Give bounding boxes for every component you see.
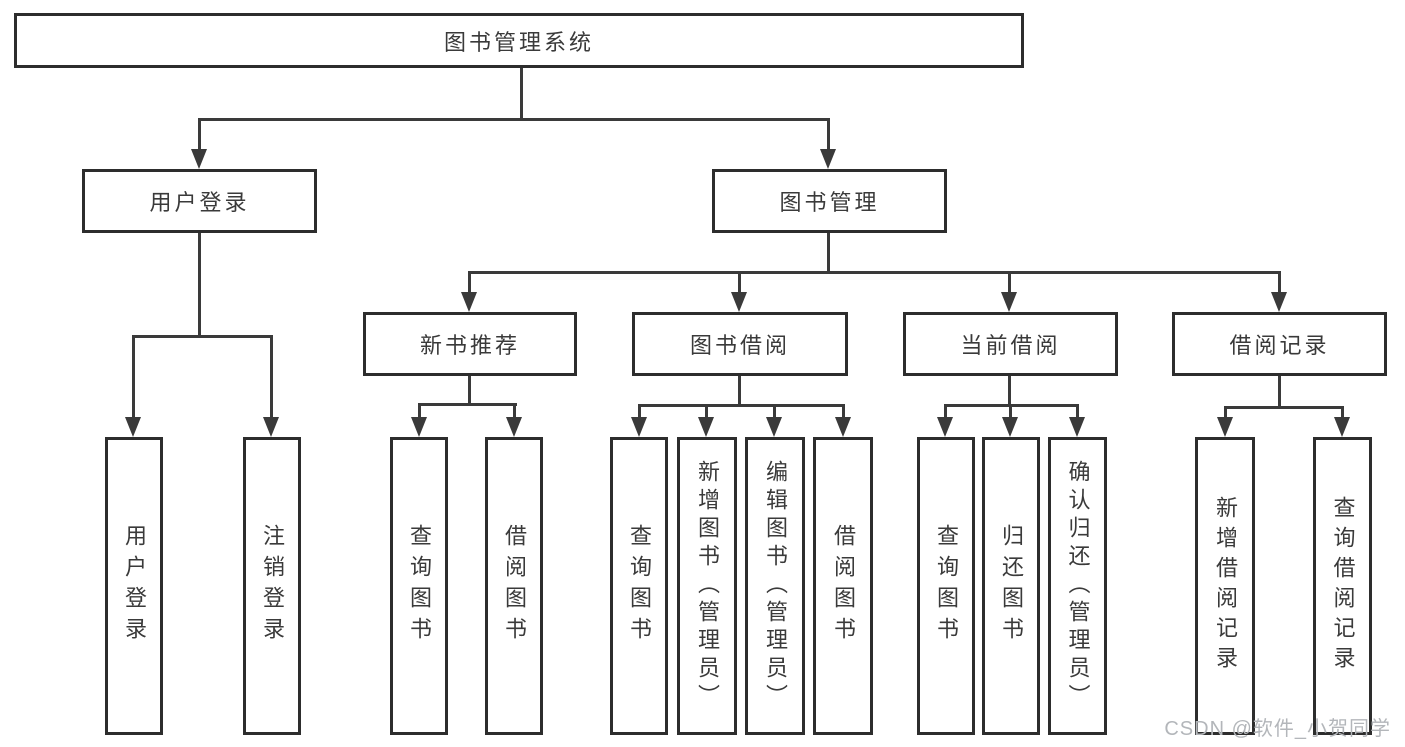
edge-nb-query-stem <box>418 403 421 421</box>
arrow-bb-query <box>631 417 647 437</box>
arrow-nb-query <box>411 417 427 437</box>
arrow-to-leaf-login <box>125 417 141 437</box>
leaf-newbook-borrow-label: 借阅图书 <box>502 524 527 648</box>
edge-cb-return-stem <box>1009 404 1012 421</box>
arrow-to-borrow-record <box>1271 292 1287 312</box>
node-book-borrow: 图书借阅 <box>632 312 848 376</box>
node-user-login: 用户登录 <box>82 169 317 233</box>
node-current-borrow: 当前借阅 <box>903 312 1118 376</box>
arrow-cb-query <box>937 417 953 437</box>
edge-to-leaf-login-stem <box>132 335 135 421</box>
leaf-bb-borrow: 借阅图书 <box>813 437 873 735</box>
edge-book-mgmt-stem <box>827 233 830 273</box>
leaf-cb-confirm: 确认归还（管理员） <box>1048 437 1107 735</box>
edge-cb-confirm-stem <box>1076 404 1079 421</box>
node-current-borrow-label: 当前借阅 <box>960 333 1061 358</box>
csdn-watermark: CSDN @软件_小贺同学 <box>1164 718 1391 740</box>
edge-borrow-record-stem2 <box>1278 376 1281 408</box>
edge-root-stem <box>520 68 523 120</box>
edge-book-borrow-rail <box>638 404 845 407</box>
edge-bb-query-stem <box>638 404 641 421</box>
leaf-bb-query: 查询图书 <box>610 437 668 735</box>
edge-to-borrow-record-stem <box>1278 271 1281 297</box>
edge-new-book-stem <box>468 376 471 406</box>
node-borrow-record: 借阅记录 <box>1172 312 1387 376</box>
node-user-login-label: 用户登录 <box>149 190 250 215</box>
edge-to-book-mgmt-stem <box>827 118 830 153</box>
arrow-br-query <box>1334 417 1350 437</box>
edge-book-borrow-stem2 <box>738 376 741 406</box>
leaf-bb-borrow-label: 借阅图书 <box>831 524 856 648</box>
leaf-cb-confirm-label: 确认归还（管理员） <box>1065 460 1091 712</box>
arrow-nb-borrow <box>506 417 522 437</box>
edge-root-rail <box>198 118 830 121</box>
node-book-mgmt: 图书管理 <box>712 169 947 233</box>
leaf-logout: 注销登录 <box>243 437 301 735</box>
arrow-to-book-mgmt <box>820 149 836 169</box>
leaf-bb-query-label: 查询图书 <box>627 524 652 648</box>
leaf-user-login: 用户登录 <box>105 437 163 735</box>
edge-borrow-record-rail <box>1224 406 1344 409</box>
arrow-to-current-borrow <box>1001 292 1017 312</box>
edge-user-login-rail <box>132 335 273 338</box>
leaf-br-query: 查询借阅记录 <box>1313 437 1372 735</box>
node-root-label: 图书管理系统 <box>443 29 594 55</box>
node-book-mgmt-label: 图书管理 <box>779 190 880 215</box>
arrow-to-leaf-logout <box>263 417 279 437</box>
leaf-cb-query: 查询图书 <box>917 437 975 735</box>
node-new-book-rec: 新书推荐 <box>363 312 577 376</box>
edge-to-current-borrow-stem <box>1008 271 1011 297</box>
edge-nb-borrow-stem <box>513 403 516 421</box>
edge-bb-edit-stem <box>773 404 776 421</box>
leaf-newbook-query: 查询图书 <box>390 437 448 735</box>
edge-current-borrow-stem2 <box>1008 376 1011 406</box>
edge-br-query-stem <box>1341 406 1344 421</box>
arrow-br-add <box>1217 417 1233 437</box>
edge-cb-query-stem <box>944 404 947 421</box>
arrow-bb-edit <box>766 417 782 437</box>
leaf-newbook-borrow: 借阅图书 <box>485 437 543 735</box>
node-borrow-record-label: 借阅记录 <box>1229 333 1330 358</box>
arrow-to-book-borrow <box>731 292 747 312</box>
arrow-bb-add <box>698 417 714 437</box>
leaf-cb-query-label: 查询图书 <box>934 524 959 648</box>
edge-bb-add-stem <box>705 404 708 421</box>
arrow-to-new-book <box>461 292 477 312</box>
arrow-cb-confirm <box>1069 417 1085 437</box>
edge-bb-borrow-stem <box>842 404 845 421</box>
node-new-book-rec-label: 新书推荐 <box>419 333 520 358</box>
leaf-cb-return-label: 归还图书 <box>999 524 1024 648</box>
leaf-bb-add: 新增图书（管理员） <box>677 437 737 735</box>
leaf-logout-label: 注销登录 <box>260 524 285 648</box>
edge-new-book-rail <box>418 403 517 406</box>
edge-to-book-borrow-stem <box>738 271 741 297</box>
arrow-to-user-login <box>191 149 207 169</box>
edge-to-user-login-stem <box>198 118 201 153</box>
node-book-borrow-label: 图书借阅 <box>689 333 790 358</box>
leaf-user-login-label: 用户登录 <box>122 524 147 648</box>
leaf-newbook-query-label: 查询图书 <box>407 524 432 648</box>
leaf-bb-edit: 编辑图书（管理员） <box>745 437 805 735</box>
leaf-bb-add-label: 新增图书（管理员） <box>695 460 720 712</box>
edge-book-mgmt-rail <box>468 271 1281 274</box>
edge-user-login-stem <box>198 233 201 338</box>
arrow-bb-borrow <box>835 417 851 437</box>
leaf-cb-return: 归还图书 <box>982 437 1040 735</box>
arrow-cb-return <box>1002 417 1018 437</box>
leaf-br-query-label: 查询借阅记录 <box>1330 496 1356 676</box>
edge-to-new-book-stem <box>468 271 471 297</box>
leaf-br-add-label: 新增借阅记录 <box>1213 496 1238 676</box>
node-root: 图书管理系统 <box>14 13 1024 68</box>
leaf-bb-edit-label: 编辑图书（管理员） <box>763 460 788 712</box>
edge-br-add-stem <box>1224 406 1227 421</box>
leaf-br-add: 新增借阅记录 <box>1195 437 1255 735</box>
edge-to-leaf-logout-stem <box>270 335 273 421</box>
